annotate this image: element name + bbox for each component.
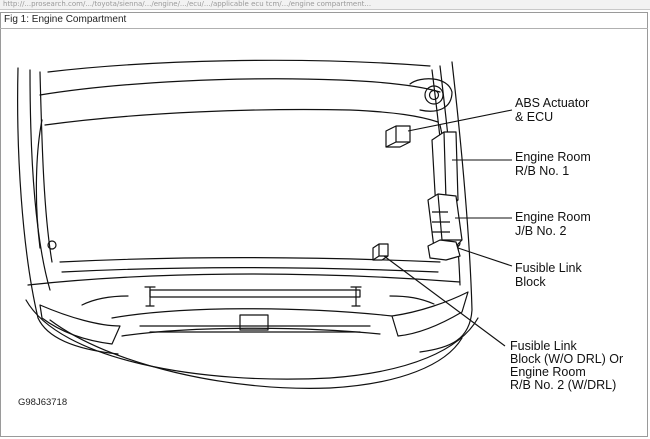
- bumper-lower-contour: [49, 319, 463, 389]
- abs-actuator-block: [385, 125, 411, 148]
- caption-divider: [0, 28, 648, 29]
- left-fender-edge: [39, 71, 53, 263]
- fusible-link-block-part: [427, 239, 461, 261]
- figure-caption: Fig 1: Engine Compartment: [4, 14, 127, 25]
- left-headlight-bracket: [81, 295, 129, 306]
- strut-tower-housing: [409, 78, 453, 112]
- radiator-support-lower: [61, 266, 439, 273]
- cowl-top: [47, 59, 431, 73]
- callout-fusible: Fusible Link Block: [515, 261, 585, 289]
- strut-tower-inner: [428, 89, 440, 101]
- cowl-panel: [39, 78, 441, 96]
- grille-upper: [111, 308, 393, 319]
- right-headlight-bracket: [389, 295, 435, 305]
- bumper-top-edge: [27, 273, 461, 286]
- support-bar: [149, 289, 361, 298]
- url-text: http://...prosearch.com/.../toyota/sienn…: [3, 0, 372, 8]
- bumper-outer-contour: [25, 299, 479, 380]
- callout-labels: ABS Actuator & ECU Engine Room R/B No. 1…: [510, 96, 627, 392]
- left-fender-inner: [29, 69, 51, 291]
- leader-fusible: [457, 247, 513, 267]
- cowl-fastener-left: [47, 240, 57, 250]
- cowl-lower: [44, 108, 439, 126]
- grille-center-piece: [239, 314, 269, 331]
- leader-fusible-drl: [383, 255, 506, 347]
- left-latch-bolt: [144, 286, 156, 307]
- right-fender-outline: [419, 61, 473, 353]
- figure-code: G98J63718: [18, 397, 67, 408]
- left-headlight: [39, 304, 121, 345]
- left-fender-outline: [17, 67, 119, 355]
- leader-abs: [407, 109, 513, 132]
- right-latch-bolt: [350, 286, 362, 307]
- callout-jb2: Engine Room J/B No. 2: [515, 210, 594, 238]
- grille-lower: [121, 327, 381, 337]
- hood-left-edge: [35, 119, 43, 249]
- callout-fusible-drl: Fusible Link Block (W/O DRL) Or Engine R…: [510, 339, 627, 392]
- callout-rb1: Engine Room R/B No. 1: [515, 150, 594, 178]
- figure-frame: [0, 12, 648, 437]
- radiator-support: [59, 256, 441, 263]
- grille-slats: [139, 325, 371, 333]
- right-headlight: [391, 291, 469, 337]
- strut-tower-cap: [424, 85, 444, 105]
- browser-url-bar[interactable]: http://...prosearch.com/.../toyota/sienn…: [0, 0, 650, 10]
- callout-abs: ABS Actuator & ECU: [515, 96, 593, 124]
